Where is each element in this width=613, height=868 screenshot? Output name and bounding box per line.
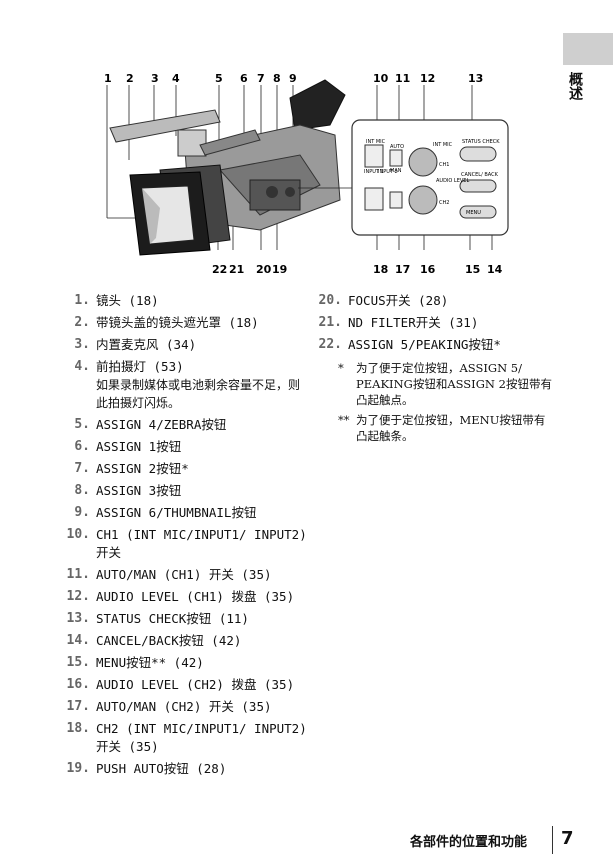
callout-18: 18 [373, 263, 388, 276]
callout-16: 16 [420, 263, 436, 276]
callout-6: 6 [240, 72, 248, 85]
bottom-callouts: 22 21 20 19 18 17 16 15 14 [212, 263, 503, 276]
label-ch2: CH2 [439, 200, 449, 206]
top-callouts: 1 2 3 4 5 6 7 8 9 10 11 12 13 [104, 72, 483, 85]
camera-figure: 1 2 3 4 5 6 7 8 9 10 11 12 13 [90, 70, 510, 280]
list-item: 6.ASSIGN 1按钮 [74, 439, 182, 454]
list-item: 4.前拍摄灯 (53)如果录制媒体或电池剩余容量不足，则此拍摄灯闪烁。 [74, 359, 301, 410]
list-item: 16.AUDIO LEVEL (CH2) 拨盘 (35) [66, 677, 295, 692]
list-item: 9.ASSIGN 6/THUMBNAIL按钮 [74, 505, 257, 520]
list-item: 20.FOCUS开关 (28) [318, 293, 449, 308]
callout-17: 17 [395, 263, 410, 276]
list-item: 12.AUDIO LEVEL (CH1) 拨盘 (35) [66, 589, 295, 604]
control-panel-zoom: INT MIC INPUT 1 INPUT 2 AUTO MAN CH1 CH2… [351, 119, 509, 236]
label-menu: MENU [466, 210, 481, 216]
footnotes: *为了便于定位按钮，ASSIGN 5/ PEAKING按钮和ASSIGN 2按钮… [338, 360, 552, 444]
chapter-side-label: 概述 [567, 72, 583, 100]
label-man: MAN [390, 168, 402, 174]
list-item: 22.ASSIGN 5/PEAKING按钮* [318, 337, 501, 352]
list-item: 18.CH2 (INT MIC/INPUT1/ INPUT2) 开关 (35) [66, 721, 307, 754]
label-int-mic-dial: INT MIC [433, 142, 453, 148]
footer-section-title: 各部件的位置和功能 [410, 835, 528, 850]
label-input2: INPUT 2 [378, 169, 398, 175]
list-item: 7.ASSIGN 2按钮* [74, 461, 189, 476]
callout-14: 14 [487, 263, 503, 276]
callout-1: 1 [104, 72, 112, 85]
callout-2: 2 [126, 72, 134, 85]
footer-divider [552, 826, 553, 854]
list-item: 15.MENU按钮** (42) [66, 655, 204, 670]
callout-10: 10 [373, 72, 389, 85]
parts-list-right: 20.FOCUS开关 (28) 21.ND FILTER开关 (31) 22.A… [312, 292, 552, 448]
callout-15: 15 [465, 263, 480, 276]
callout-12: 12 [420, 72, 435, 85]
list-item: 1.镜头 (18) [74, 293, 159, 308]
footnote: *为了便于定位按钮，ASSIGN 5/ PEAKING按钮和ASSIGN 2按钮… [338, 361, 552, 407]
camera-body [109, 79, 352, 256]
list-item: 3.内置麦克风 (34) [74, 337, 197, 352]
callout-8: 8 [273, 72, 281, 85]
callout-9: 9 [289, 72, 297, 85]
chapter-tab [563, 33, 613, 65]
label-audio-level: AUDIO LEVEL [436, 178, 469, 184]
label-input1: INPUT 1 [364, 169, 384, 175]
callout-22: 22 [212, 263, 227, 276]
callout-20: 20 [256, 263, 272, 276]
callout-19: 19 [272, 263, 287, 276]
item-description: 如果录制媒体或电池剩余容量不足，则此拍摄灯闪烁。 [96, 378, 301, 410]
list-item: 21.ND FILTER开关 (31) [318, 315, 479, 330]
callout-13: 13 [468, 72, 483, 85]
list-item: 8.ASSIGN 3按钮 [74, 483, 182, 498]
callout-5: 5 [215, 72, 223, 85]
list-item: 19.PUSH AUTO按钮 (28) [66, 761, 227, 776]
callout-7: 7 [257, 72, 265, 85]
footnote: **为了便于定位按钮，MENU按钮带有凸起触条。 [338, 413, 546, 443]
label-auto: AUTO [390, 144, 404, 150]
label-status-check: STATUS CHECK [462, 139, 500, 145]
label-int-mic: INT MIC [366, 139, 386, 145]
camera-diagram: 1 2 3 4 5 6 7 8 9 10 11 12 13 [104, 72, 509, 276]
label-ch1: CH1 [439, 162, 449, 168]
list-item: 2.带镜头盖的镜头遮光罩 (18) [74, 315, 259, 330]
callout-21: 21 [229, 263, 244, 276]
list-item: 5.ASSIGN 4/ZEBRA按钮 [74, 417, 227, 432]
callout-3: 3 [151, 72, 159, 85]
page-number: 7 [561, 828, 574, 849]
list-item: 13.STATUS CHECK按钮 (11) [66, 611, 249, 626]
callout-11: 11 [395, 72, 410, 85]
list-item: 14.CANCEL/BACK按钮 (42) [66, 633, 242, 648]
list-item: 10.CH1 (INT MIC/INPUT1/ INPUT2) 开关 [66, 527, 307, 560]
callout-4: 4 [172, 72, 180, 85]
list-item: 11.AUTO/MAN (CH1) 开关 (35) [66, 567, 272, 582]
label-cancel-back: CANCEL/ BACK [461, 172, 499, 178]
parts-list-left: 1.镜头 (18) 2.带镜头盖的镜头遮光罩 (18) 3.内置麦克风 (34)… [60, 292, 310, 782]
list-item: 17.AUTO/MAN (CH2) 开关 (35) [66, 699, 272, 714]
